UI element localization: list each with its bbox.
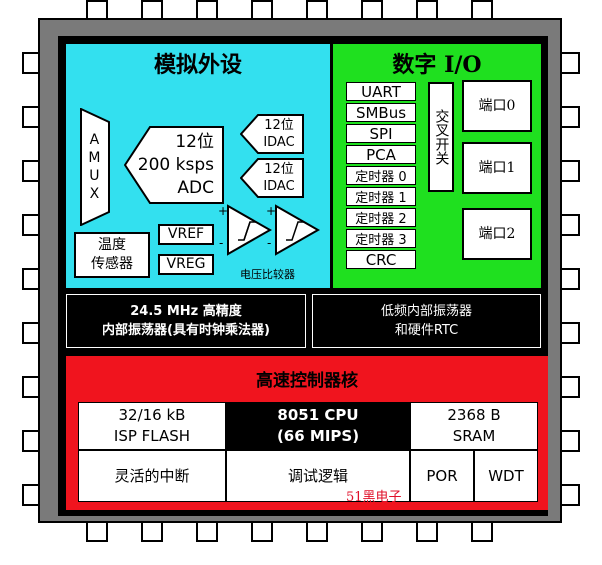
- lf-osc-line-1: 低频内部振荡器: [380, 304, 472, 319]
- port2-box: 端口2: [462, 208, 532, 260]
- idac1-shape: [240, 114, 304, 154]
- por-box: POR: [410, 450, 474, 502]
- peripheral-crc: CRC: [346, 250, 416, 269]
- sram-line-2: SRAM: [452, 427, 496, 445]
- comparator-2-minus: -: [267, 236, 272, 250]
- comparator-1-icon: [227, 204, 272, 256]
- crossbar-box: 交叉开关: [428, 82, 454, 192]
- peripheral-uart: UART: [346, 82, 416, 101]
- cpu-line-2: (66 MIPS): [276, 427, 360, 445]
- sram-box: 2368 B SRAM: [410, 402, 538, 450]
- port0-box: 端口0: [462, 80, 532, 132]
- idac2-label: 12位 IDAC: [256, 159, 302, 197]
- port1-box: 端口1: [462, 142, 532, 194]
- temp-line-2: 传感器: [91, 256, 133, 272]
- digital-peripheral-list: UART SMBus SPI PCA 定时器 0 定时器 1 定时器 2 定时器…: [346, 82, 416, 271]
- interrupts-box: 灵活的中断: [78, 450, 226, 502]
- temp-line-1: 温度: [98, 237, 126, 253]
- cpu-line-1: 8051 CPU: [277, 406, 359, 424]
- high-freq-oscillator: 24.5 MHz 高精度 内部振荡器(具有时钟乘法器): [66, 294, 306, 348]
- comparator-label: 电压比较器: [240, 268, 295, 281]
- comparator-1-plus: +: [218, 204, 229, 218]
- digital-title: 数字 I/O: [392, 51, 482, 78]
- flash-box: 32/16 kB ISP FLASH: [78, 402, 226, 450]
- idac2-line-1: 12位: [264, 162, 294, 177]
- adc-line-1: 12位: [175, 131, 214, 152]
- idac2-shape: [240, 158, 304, 198]
- cpu-box: 8051 CPU (66 MIPS): [226, 402, 410, 450]
- watermark-text: 51黑电子: [346, 490, 402, 505]
- comparator-2-plus: +: [266, 204, 277, 218]
- vreg-box: VREG: [158, 254, 214, 275]
- peripheral-timer0: 定时器 0: [346, 166, 416, 185]
- idac2-line-2: IDAC: [263, 179, 295, 194]
- idac1-line-2: IDAC: [263, 135, 295, 150]
- peripheral-smbus: SMBus: [346, 103, 416, 122]
- low-freq-oscillator-rtc: 低频内部振荡器 和硬件RTC: [312, 294, 541, 348]
- peripheral-pca: PCA: [346, 145, 416, 164]
- idac1-label: 12位 IDAC: [256, 115, 302, 153]
- sram-line-1: 2368 B: [447, 406, 501, 424]
- temp-sensor-box: 温度 传感器: [74, 232, 150, 278]
- adc-line-2: 200 ksps: [137, 154, 214, 175]
- peripheral-timer2: 定时器 2: [346, 208, 416, 227]
- hf-osc-line-1: 24.5 MHz 高精度: [130, 304, 242, 319]
- comparator-1-minus: -: [219, 236, 224, 250]
- hf-osc-line-2: 内部振荡器(具有时钟乘法器): [102, 323, 270, 338]
- peripheral-spi: SPI: [346, 124, 416, 143]
- flash-line-2: ISP FLASH: [113, 427, 191, 445]
- adc-line-3: ADC: [177, 177, 214, 198]
- debug-logic-box: 调试逻辑: [226, 450, 410, 502]
- peripheral-timer3: 定时器 3: [346, 229, 416, 248]
- peripheral-timer1: 定时器 1: [346, 187, 416, 206]
- flash-line-1: 32/16 kB: [118, 406, 186, 424]
- adc-label: 12位 200 ksps ADC: [130, 128, 220, 202]
- vref-box: VREF: [158, 224, 214, 245]
- amux-shape: [80, 108, 110, 226]
- wdt-box: WDT: [474, 450, 538, 502]
- idac1-line-1: 12位: [264, 118, 294, 133]
- adc-shape: [124, 126, 224, 204]
- lf-osc-line-2: 和硬件RTC: [394, 323, 459, 338]
- comparator-2-icon: [275, 204, 320, 256]
- amux-label: AMUX: [86, 132, 103, 204]
- analog-title: 模拟外设: [153, 51, 242, 78]
- core-title: 高速控制器核: [256, 370, 358, 391]
